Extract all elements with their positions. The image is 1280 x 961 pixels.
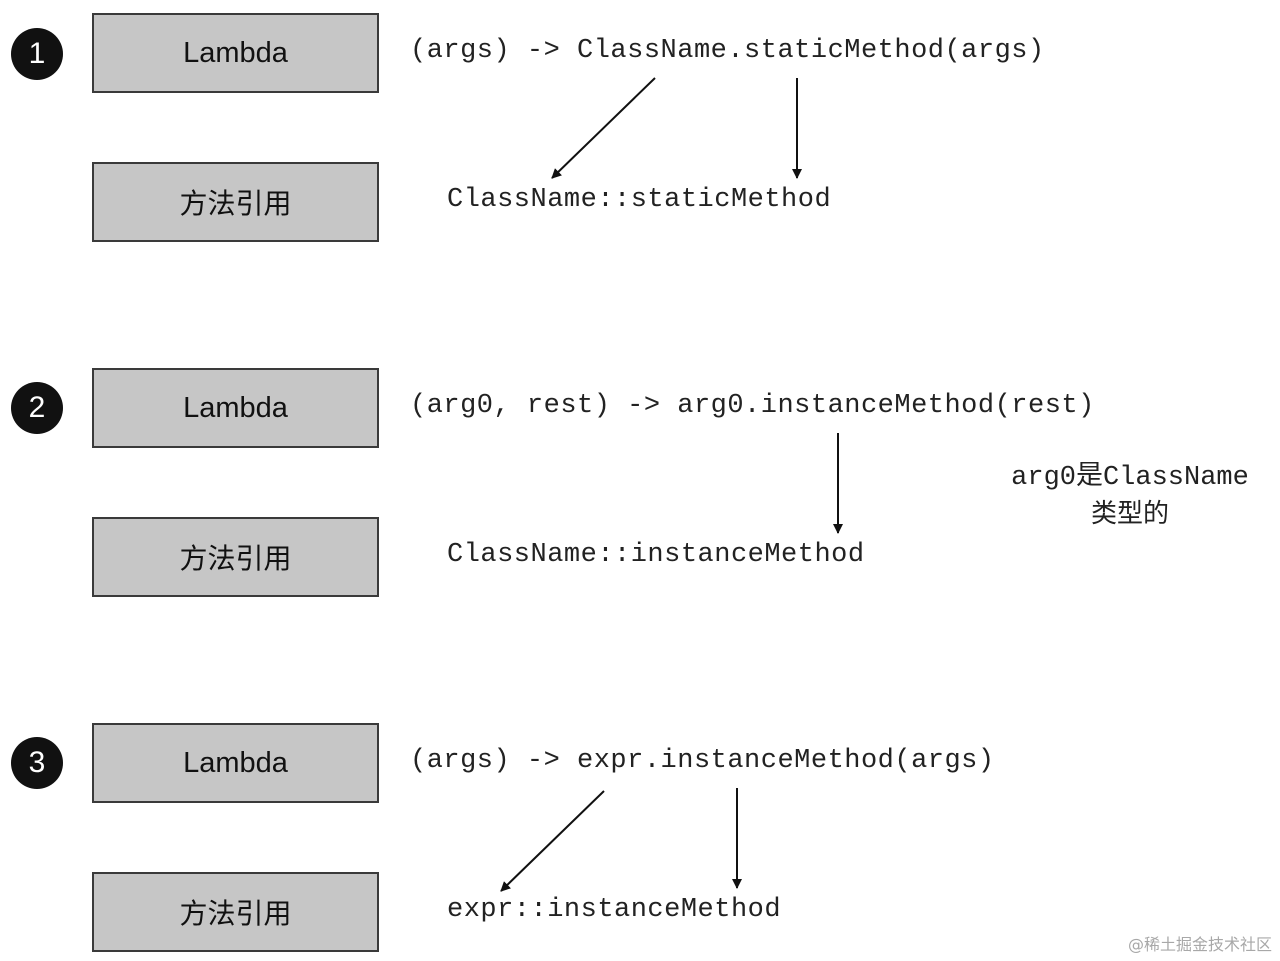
- method-ref-box-1: 方法引用: [92, 162, 379, 242]
- lambda-expression-1: (args) -> ClassName.staticMethod(args): [410, 36, 1045, 66]
- method-ref-box-2: 方法引用: [92, 517, 379, 597]
- note-line-2: 类型的: [1090, 499, 1169, 529]
- watermark: @稀土掘金技术社区: [1127, 935, 1272, 954]
- lambda-box-3: Lambda: [92, 723, 379, 803]
- arg0-type-note: arg0是ClassName 类型的: [985, 460, 1275, 532]
- arrow-1-classname: [551, 77, 656, 179]
- lambda-expression-3: (args) -> expr.instanceMethod(args): [410, 746, 995, 776]
- method-ref-expression-3: expr::instanceMethod: [447, 895, 782, 925]
- method-ref-expression-1: ClassName::staticMethod: [447, 185, 832, 215]
- arrow-3-expr: [500, 790, 605, 892]
- step-number-3: 3: [11, 737, 63, 789]
- method-ref-expression-2: ClassName::instanceMethod: [447, 540, 865, 570]
- step-number-2: 2: [11, 382, 63, 434]
- note-line-1: arg0是ClassName: [1011, 463, 1249, 493]
- method-ref-box-3: 方法引用: [92, 872, 379, 952]
- lambda-box-1: Lambda: [92, 13, 379, 93]
- lambda-box-2: Lambda: [92, 368, 379, 448]
- lambda-expression-2: (arg0, rest) -> arg0.instanceMethod(rest…: [410, 391, 1095, 421]
- step-number-1: 1: [11, 28, 63, 80]
